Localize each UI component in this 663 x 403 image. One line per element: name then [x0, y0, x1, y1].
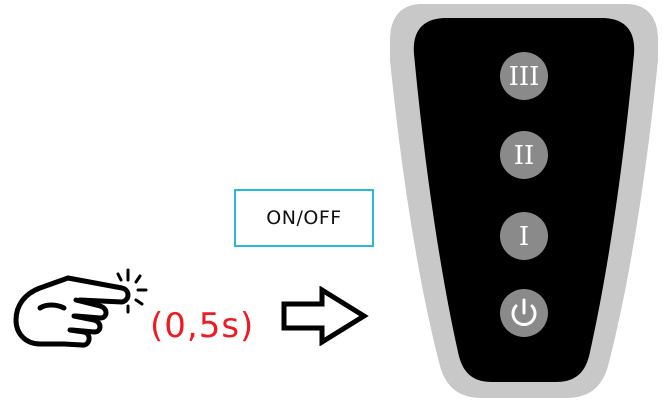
remote-button-speed-1[interactable]: I — [500, 212, 548, 260]
pointing-hand-tap-icon — [13, 268, 148, 348]
press-duration-label: (0,5s) — [150, 306, 255, 346]
remote-button-speed-3[interactable]: III — [500, 52, 548, 100]
remote-button-speed-3-label: III — [509, 62, 540, 92]
right-arrow-icon — [281, 286, 369, 346]
on-off-label: ON/OFF — [266, 207, 342, 229]
remote-button-speed-1-label: I — [519, 222, 529, 252]
power-icon — [511, 298, 537, 326]
remote-control: III II I — [390, 4, 658, 398]
remote-button-speed-2[interactable]: II — [500, 131, 548, 179]
remote-button-power[interactable] — [500, 289, 548, 337]
on-off-label-box: ON/OFF — [234, 189, 374, 247]
remote-button-speed-2-label: II — [514, 141, 535, 171]
remote-inner-face — [413, 18, 635, 382]
